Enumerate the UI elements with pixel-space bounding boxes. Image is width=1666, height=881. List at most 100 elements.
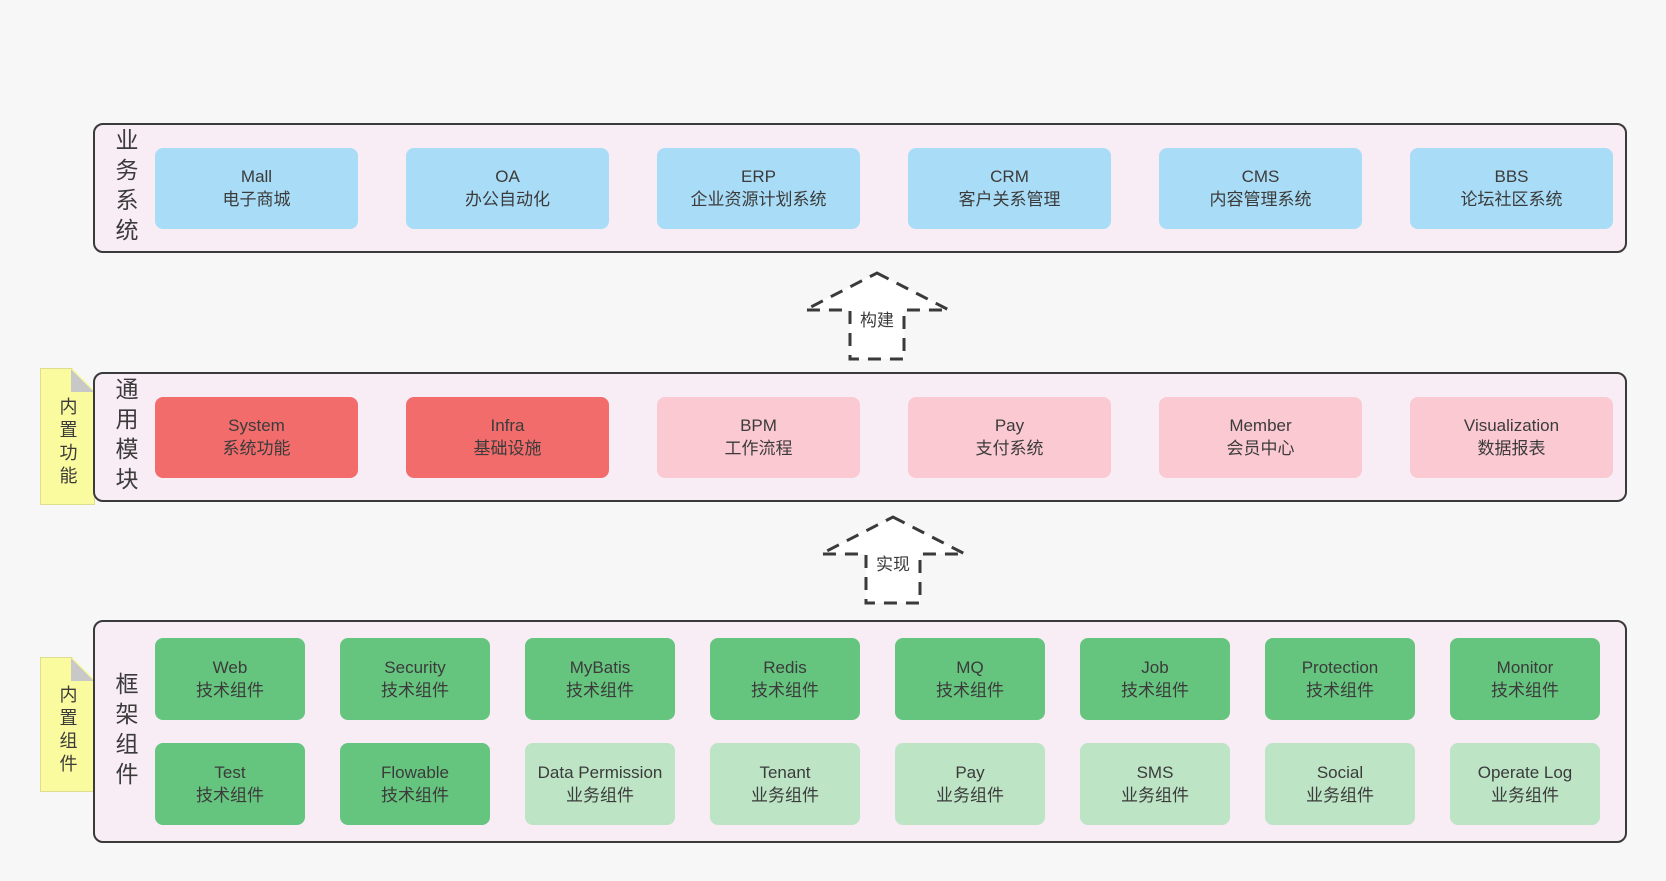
module-name: Operate Log [1477, 763, 1573, 782]
module-name: MQ [956, 658, 984, 677]
module-name: Social [1316, 763, 1364, 782]
module-name: Visualization [1463, 416, 1560, 435]
module-name: Tenant [759, 763, 811, 782]
module-name: OA [495, 167, 520, 186]
module-name: Data Permission [537, 763, 663, 782]
module-box-bbs: BBS 论坛社区系统 [1410, 147, 1613, 229]
sticky-note-builtin-features: 内置功能 [40, 368, 95, 505]
module-box-pay: Pay 业务组件 [895, 743, 1045, 825]
module-desc: 业务组件 [751, 786, 819, 805]
module-box-monitor: Monitor 技术组件 [1450, 638, 1600, 720]
module-desc: 客户关系管理 [958, 190, 1061, 209]
module-name: ERP [741, 167, 776, 186]
folded-corner-icon [71, 369, 94, 392]
module-desc: 论坛社区系统 [1460, 190, 1563, 209]
module-desc: 技术组件 [566, 681, 634, 700]
module-box-infra: Infra 基础设施 [406, 396, 609, 478]
module-name: Pay [955, 763, 985, 782]
module-desc: 技术组件 [936, 681, 1004, 700]
arrow-build: 构建 [802, 270, 952, 362]
module-desc: 系统功能 [222, 439, 291, 458]
module-box-system: System 系统功能 [155, 396, 358, 478]
module-desc: 电子商城 [222, 190, 291, 209]
module-box-erp: ERP 企业资源计划系统 [657, 147, 860, 229]
module-box-mq: MQ 技术组件 [895, 638, 1045, 720]
module-name: SMS [1136, 763, 1174, 782]
folded-corner-icon [71, 658, 94, 681]
module-desc: 企业资源计划系统 [690, 190, 827, 209]
module-box-member: Member 会员中心 [1159, 396, 1362, 478]
module-name: Mall [240, 167, 273, 186]
module-desc: 技术组件 [751, 681, 819, 700]
module-desc: 技术组件 [1491, 681, 1559, 700]
module-desc: 技术组件 [196, 681, 264, 700]
module-desc: 技术组件 [1121, 681, 1189, 700]
band-label: 通用模块 [112, 377, 138, 497]
note-label: 内置功能 [57, 396, 78, 489]
module-name: BPM [740, 416, 777, 435]
module-desc: 办公自动化 [465, 190, 550, 209]
module-desc: 业务组件 [1491, 786, 1559, 805]
module-box-visualization: Visualization 数据报表 [1410, 396, 1613, 478]
module-desc: 技术组件 [381, 786, 449, 805]
module-name: Flowable [380, 763, 450, 782]
module-desc: 业务组件 [566, 786, 634, 805]
module-box-operate-log: Operate Log 业务组件 [1450, 743, 1600, 825]
module-desc: 业务组件 [936, 786, 1004, 805]
band-rows: Mall 电子商城 OA 办公自动化 ERP 企业资源计划系统 CRM 客户关系管理 CMS 内容… [155, 125, 1625, 251]
module-desc: 工作流程 [724, 439, 793, 458]
band-label: 业务系统 [112, 128, 138, 248]
arrow-label: 构建 [857, 306, 897, 331]
module-name: Web [212, 658, 248, 677]
module-box-web: Web 技术组件 [155, 638, 305, 720]
module-box-flowable: Flowable 技术组件 [340, 743, 490, 825]
module-name: Security [384, 658, 446, 677]
module-box-mall: Mall 电子商城 [155, 147, 358, 229]
module-desc: 业务组件 [1121, 786, 1189, 805]
module-name: CRM [990, 167, 1029, 186]
arrow-implement: 实现 [818, 514, 968, 606]
sticky-note-builtin-components: 内置组件 [40, 657, 95, 792]
module-desc: 数据报表 [1477, 439, 1546, 458]
module-name: Monitor [1496, 658, 1554, 677]
module-box-sms: SMS 业务组件 [1080, 743, 1230, 825]
module-name: CMS [1241, 167, 1280, 186]
module-box-crm: CRM 客户关系管理 [908, 147, 1111, 229]
module-box-bpm: BPM 工作流程 [657, 396, 860, 478]
module-name: MyBatis [569, 658, 631, 677]
module-box-cms: CMS 内容管理系统 [1159, 147, 1362, 229]
module-desc: 会员中心 [1226, 439, 1295, 458]
module-name: Infra [490, 416, 525, 435]
module-row: Mall 电子商城 OA 办公自动化 ERP 企业资源计划系统 CRM 客户关系管理 CMS 内容… [155, 147, 1625, 229]
module-box-oa: OA 办公自动化 [406, 147, 609, 229]
module-name: BBS [1494, 167, 1529, 186]
module-desc: 技术组件 [1306, 681, 1374, 700]
module-box-mybatis: MyBatis 技术组件 [525, 638, 675, 720]
module-box-data-permission: Data Permission 业务组件 [525, 743, 675, 825]
module-desc: 支付系统 [975, 439, 1044, 458]
module-desc: 基础设施 [473, 439, 542, 458]
module-desc: 内容管理系统 [1209, 190, 1312, 209]
module-name: Member [1229, 416, 1292, 435]
arrow-label: 实现 [873, 550, 913, 575]
band-business-systems: 业务系统 Mall 电子商城 OA 办公自动化 ERP 企业资源计划系统 CRM 客户关系管理… [93, 123, 1627, 253]
note-label: 内置组件 [57, 684, 78, 777]
band-label: 框架组件 [112, 671, 138, 792]
module-name: System [228, 416, 285, 435]
module-name: Test [214, 763, 246, 782]
